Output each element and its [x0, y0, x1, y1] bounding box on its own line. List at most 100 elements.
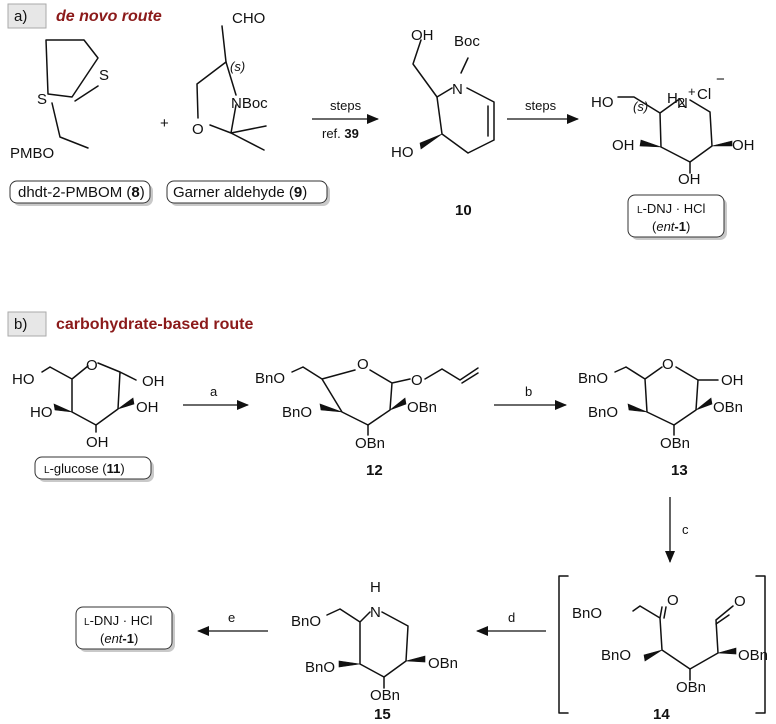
stereo-s: (s): [633, 99, 648, 114]
obn-c3: OBn: [738, 647, 768, 664]
oh-top: OH: [411, 27, 434, 44]
panel-b-title: carbohydrate-based route: [56, 316, 253, 333]
label-8: dhdt-2-PMBOM (8): [18, 184, 145, 201]
ring-oxygen: O: [662, 356, 674, 373]
ho-wedge: [419, 133, 443, 150]
left-bracket: [558, 575, 569, 714]
c2-obn-wedge: [405, 655, 426, 663]
panel-b-tag: b): [14, 316, 27, 333]
arrow-2-label: steps: [525, 98, 557, 113]
cho-label: CHO: [232, 10, 265, 27]
arrow-1-ref: ref. 39: [322, 126, 359, 141]
arrow-d-label: d: [508, 610, 515, 625]
label-box-9: [166, 180, 328, 204]
cho-bond: [221, 25, 227, 63]
sulfur-2: S: [37, 91, 47, 108]
compound-11: HO O OH HO OH OH L-glucose (11): [12, 357, 165, 482]
c4-oh-wedge: [639, 139, 662, 148]
nboc-label: NBoc: [231, 95, 268, 112]
oh-c2: OH: [136, 399, 159, 416]
panel-a-title: de novo route: [56, 8, 162, 25]
compound-10: OH Boc N HO 10: [391, 27, 495, 219]
label-ent-1-name: L-DNJ · HCl: [84, 613, 152, 628]
bno-c6: BnO: [255, 370, 285, 387]
oh-c3: OH: [678, 171, 701, 188]
ring-bonds: [436, 87, 495, 154]
bno-c4: BnO: [305, 659, 335, 676]
c4-oh-wedge: [53, 403, 73, 413]
pmbo-label: PMBO: [10, 145, 54, 162]
ammonium-charge: +: [688, 84, 696, 99]
ring-oxygen: O: [86, 357, 98, 374]
oh-c3: OH: [86, 434, 109, 451]
right-bracket: [755, 575, 766, 714]
compound-number-14: 14: [653, 706, 670, 723]
bno-c4: BnO: [588, 404, 618, 421]
pyranose-bonds: [41, 362, 137, 426]
c2-oh-wedge: [117, 397, 135, 410]
boc-label: Boc: [454, 33, 480, 50]
obn-c2: OBn: [713, 399, 743, 416]
nitrogen-label: N: [677, 95, 688, 112]
panel-b-tag-box: [7, 311, 47, 337]
arrow-a-label: a: [210, 384, 218, 399]
panel-a-tag: a): [14, 8, 27, 25]
bno-c1: BnO: [572, 605, 602, 622]
boc-bond: [460, 57, 469, 74]
dithiin-ring-bonds: [45, 39, 99, 98]
arrow-e-label: e: [228, 610, 235, 625]
anomeric-oh: OH: [721, 372, 744, 389]
compound-number-13: 13: [671, 462, 688, 479]
oxazolidine-bonds: [196, 61, 267, 151]
obn-c3: OBn: [355, 435, 385, 452]
c2-obn-wedge: [695, 397, 713, 411]
nitrogen-label: N: [452, 81, 463, 98]
bno-c6: BnO: [291, 613, 321, 630]
oxygen-label: O: [192, 121, 204, 138]
label-box-ent-1: [75, 606, 173, 650]
aldehyde-oxygen: O: [734, 593, 746, 610]
compound-15: H N BnO BnO OBn OBn 15: [291, 579, 458, 723]
anomeric-oh: OH: [142, 373, 165, 390]
ho-c6: HO: [12, 371, 35, 388]
panel-a-tag-box: [7, 3, 47, 29]
bno-c5: BnO: [601, 647, 631, 664]
compound-14: BnO O O BnO OBn OBn 14: [558, 575, 768, 723]
dithiin-double-bond: [74, 85, 99, 102]
compound-8: S S PMBO dhdt-2-PMBOM (8): [9, 39, 153, 206]
ho-label: HO: [391, 144, 414, 161]
obn-c4: OBn: [676, 679, 706, 696]
c4-obn-wedge: [338, 660, 361, 668]
ho-c4: HO: [30, 404, 53, 421]
label-box-8: [9, 180, 151, 204]
obn-c2: OBn: [407, 399, 437, 416]
chain-bonds: [632, 605, 734, 670]
ent-1-product-box: L-DNJ · HCl (ent-1): [75, 606, 175, 652]
label-ent-1-name: L-DNJ · HCl: [637, 201, 705, 216]
label-11: L-glucose (11): [44, 461, 125, 476]
bno-c4: BnO: [282, 404, 312, 421]
c2-obn-wedge: [389, 397, 407, 411]
c4-obn-wedge: [627, 403, 648, 413]
ring-oxygen: O: [357, 356, 369, 373]
obn-c3: OBn: [370, 687, 400, 704]
hydroxymethyl-bonds: [412, 39, 438, 98]
c4-obn-wedge: [319, 403, 343, 413]
arrow-b-label: b: [525, 384, 532, 399]
h2-label: H2: [667, 90, 685, 110]
pyranose-bonds: [614, 366, 719, 426]
piperidinium-bonds: [617, 96, 713, 163]
chloride-charge: −: [716, 71, 725, 88]
obn-c3: OBn: [660, 435, 690, 452]
plus-sign: +: [160, 115, 169, 132]
compound-12: BnO O O BnO OBn OBn 12: [255, 356, 479, 479]
sulfur-1: S: [99, 67, 109, 84]
piperidine-bonds: [326, 608, 409, 678]
compound-number-10: 10: [455, 202, 472, 219]
c3-obn-wedge: [717, 647, 737, 655]
label-ent-1-number: (ent-1): [652, 219, 690, 234]
obn-c2: OBn: [428, 655, 458, 672]
ho-label: HO: [591, 94, 614, 111]
arrow-1-label: steps: [330, 98, 362, 113]
